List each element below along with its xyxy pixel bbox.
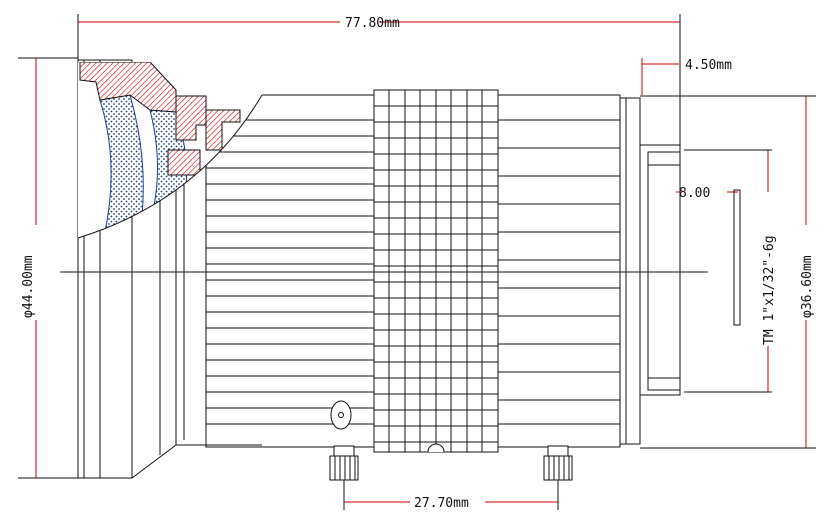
thread-depth-label: 8.00: [679, 186, 710, 201]
rear-retainer: [205, 109, 241, 151]
rear-diameter-label: φ36.60mm: [800, 255, 815, 318]
inner-retainer: [175, 95, 207, 141]
front-housing: [79, 62, 177, 113]
locking-screw-right: [543, 445, 573, 481]
section-cut-line: [77, 94, 263, 239]
focus-ring-knurl: [373, 89, 499, 453]
lens-body: [77, 59, 741, 479]
overall-length-label: 77.80mm: [345, 16, 400, 31]
spacer-ring: [167, 149, 201, 176]
focus-index-pin: [427, 443, 445, 453]
aperture-pin: [330, 400, 352, 430]
screw-spacing-label: 27.70mm: [414, 496, 469, 511]
locking-screw-left: [329, 445, 359, 481]
cross-section: [78, 62, 262, 238]
front-diameter-label: φ44.00mm: [21, 255, 36, 318]
barrel-grooves: [183, 100, 620, 440]
flange-offset-label: 4.50mm: [685, 58, 732, 73]
dimension-lines: [35, 21, 807, 503]
thread-spec-label: TM 1"x1/32"-6g: [762, 235, 777, 345]
